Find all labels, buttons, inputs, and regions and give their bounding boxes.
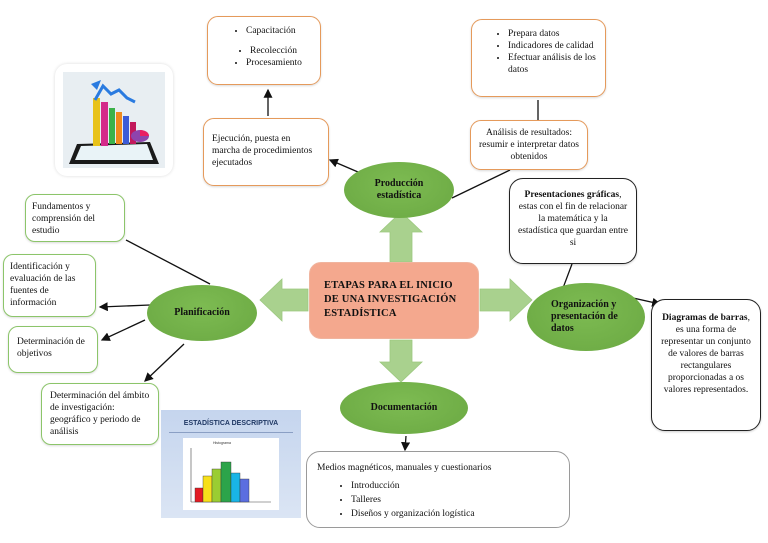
stage-organizacion-presentacion[interactable]: Organización y presentación de datos [527, 283, 645, 351]
stage-documentacion-label: Documentación [370, 402, 438, 413]
stage-documentacion[interactable]: Documentación [340, 382, 468, 434]
objetivos-box: Determinación de objetivos [8, 326, 98, 373]
analisis-box: Análisis de resultados: resumir e interp… [470, 120, 588, 170]
descriptiva-title: ESTADÍSTICA DESCRIPTIVA [183, 420, 279, 427]
connector-documentacion-medios [401, 435, 411, 452]
center-title-box[interactable]: ETAPAS PARA EL INICIO DE UNA INVESTIGACI… [309, 262, 479, 339]
analisis-item: Indicadores de calidad [508, 40, 599, 52]
arrow-right-icon [479, 278, 533, 322]
tablet-chart-image [55, 64, 173, 176]
stage-planificacion[interactable]: Planificación [147, 285, 257, 341]
stage-produccion-estadistica[interactable]: Producción estadística [344, 162, 454, 218]
ejecucion-text: Ejecución, puesta en marcha de procedimi… [212, 134, 313, 168]
medios-heading: Medios magnéticos, manuales y cuestionar… [317, 463, 492, 473]
connector-planificacion-objetivos [100, 319, 146, 341]
medios-box: Medios magnéticos, manuales y cuestionar… [306, 451, 570, 528]
diagramas-box: Diagramas de barras, es una forma de rep… [651, 299, 761, 431]
connector-planificacion-fundamentos [125, 239, 211, 285]
histogram-icon [190, 448, 271, 503]
presentaciones-box: Presentaciones gráficas, estas con el fi… [509, 178, 637, 264]
analisis-text: Análisis de resultados: resumir e interp… [479, 128, 579, 162]
stage-organizacion-label: Organización y presentación de datos [551, 299, 618, 334]
arrow-down-icon [379, 339, 423, 383]
analisis-items-box: Prepara datos Indicadores de calidad Efe… [471, 19, 606, 97]
analisis-item: Prepara datos [508, 28, 599, 40]
arrow-up-icon [379, 211, 423, 263]
fundamentos-text: Fundamentos y comprensión del estudio [32, 202, 96, 236]
ejecucion-box: Ejecución, puesta en marcha de procedimi… [203, 118, 329, 186]
medios-item: Talleres [351, 494, 561, 506]
connector-produccion-analisis [451, 169, 511, 199]
estadistica-descriptiva-image: ESTADÍSTICA DESCRIPTIVA Histograma [161, 410, 301, 518]
medios-item: Diseños y organización logística [351, 508, 561, 520]
connector-planificacion-ambito [144, 343, 185, 382]
analisis-item: Efectuar análisis de los datos [508, 52, 599, 76]
ambito-box: Determinación del ámbito de investigació… [41, 383, 159, 445]
stage-produccion-label: Producción estadística [374, 178, 424, 201]
ejecucion-item: Capacitación [246, 25, 320, 37]
arrow-left-icon [259, 278, 309, 322]
ejecucion-item: Recolección [250, 45, 320, 57]
ejecucion-items-box: Capacitación Recolección Procesamiento [207, 16, 321, 85]
diagramas-bold: Diagramas de barras [662, 313, 748, 323]
ejecucion-item: Procesamiento [246, 57, 320, 69]
histogram-title: Histograma [213, 441, 231, 445]
stage-planificacion-label: Planificación [174, 307, 230, 318]
connector-planificacion-identificacion [98, 302, 151, 312]
objetivos-text: Determinación de objetivos [17, 337, 85, 359]
presentaciones-bold: Presentaciones gráficas [524, 190, 620, 200]
identificacion-box: Identificación y evaluación de las fuent… [3, 254, 96, 317]
fundamentos-box: Fundamentos y comprensión del estudio [25, 194, 125, 242]
diagramas-text: , es una forma de representar un conjunt… [661, 313, 751, 395]
medios-item: Introducción [351, 480, 561, 492]
center-title: ETAPAS PARA EL INICIO DE UNA INVESTIGACI… [324, 280, 457, 319]
presentaciones-text: , estas con el fin de relacionar la mate… [518, 190, 628, 248]
bar-chart-illustration-icon [63, 72, 165, 168]
ambito-text: Determinación del ámbito de investigació… [50, 391, 150, 437]
connector-presentaciones-organizacion [562, 263, 573, 289]
identificacion-text: Identificación y evaluación de las fuent… [10, 262, 76, 308]
